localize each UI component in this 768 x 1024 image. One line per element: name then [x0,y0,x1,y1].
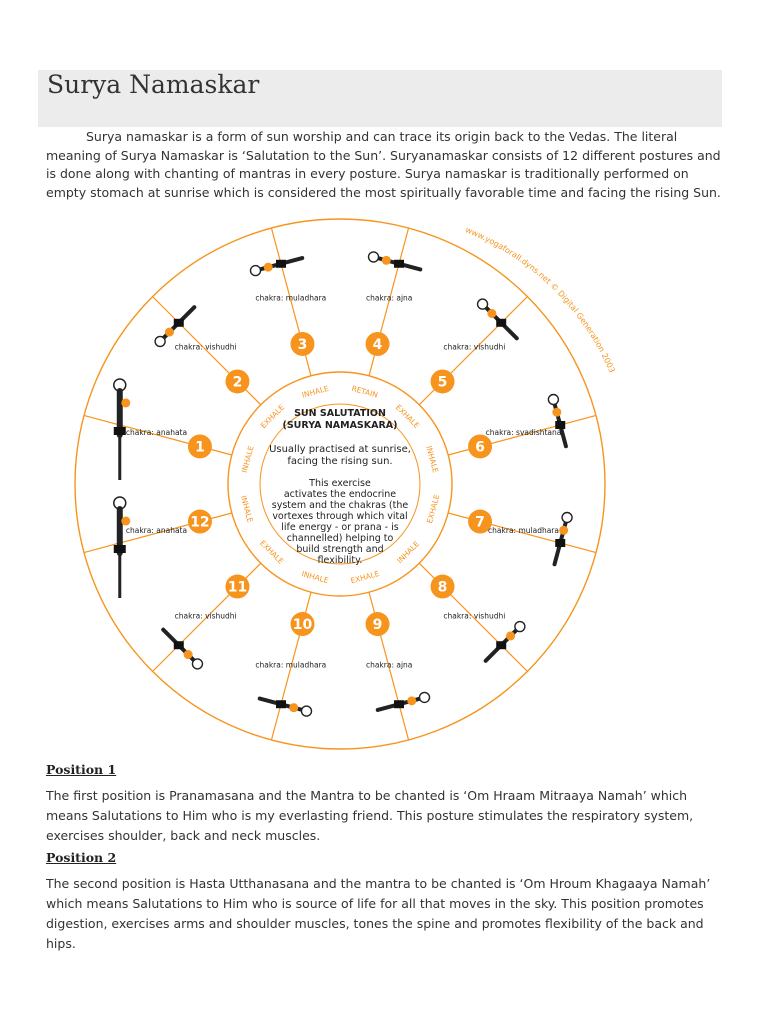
pose-figure [163,630,202,669]
chakra-label: chakra: ajna [366,661,412,670]
center-body-line: channelled) helping to [287,533,394,544]
pose-figure [486,622,525,661]
breath-label: INHALE [301,569,330,585]
center-body-line: system and the chakras (the [272,500,409,511]
position-number: 8 [438,580,448,596]
pose-figure [369,252,421,270]
center-body-line: flexibility. [318,555,363,566]
page-title: Surya Namaskar [47,70,259,100]
position-number: 9 [373,617,383,633]
center-line-1: Usually practised at sunrise, [269,444,411,455]
intro-text: Surya namaskar is a form of sun worship … [46,128,722,202]
center-line-2: facing the rising sun. [287,456,392,467]
chakra-label: chakra: ajna [366,293,412,302]
intro-paragraph: Surya namaskar is a form of sun worship … [46,128,722,202]
breath-label: RETAIN [351,384,379,400]
breath-label: EXHALE [394,403,421,430]
chakra-label: chakra: anahata [126,428,187,437]
center-title-1: SUN SALUTATION [294,408,386,419]
position-number: 11 [228,580,247,596]
position-number: 12 [190,515,209,531]
center-title-2: (SURYA NAMASKARA) [283,420,398,431]
breath-label: INHALE [239,495,255,524]
pose-figure [155,307,194,346]
breath-label: INHALE [301,384,330,400]
section-position-1: Position 1 The first position is Pranama… [46,760,722,846]
pose-figure [378,692,430,710]
position-number: 2 [233,374,243,390]
pose-figure [260,699,312,717]
pose-figure [548,394,566,446]
position-number: 7 [475,515,485,531]
title-bar: Surya Namaskar [38,70,722,127]
chakra-label: chakra: vishudhi [443,611,505,620]
breath-label: INHALE [424,445,440,474]
pose-figure [555,513,573,565]
chakra-label: chakra: vishudhi [175,343,237,352]
breath-label: INHALE [395,539,421,565]
chakra-label: chakra: vishudhi [443,343,505,352]
center-body-line: This exercise [308,478,371,489]
section-heading: Position 2 [46,848,722,868]
chakra-label: chakra: svadishtana [486,428,562,437]
watermark-text: www.yogaforall.dyns.net © Digital Genera… [464,225,617,374]
section-position-2: Position 2 The second position is Hasta … [46,848,722,954]
chakra-label: chakra: muladhara [255,661,326,670]
chakra-label: chakra: muladhara [488,526,559,535]
center-body-line: build strength and [296,544,383,555]
pose-figure [250,258,302,276]
breath-label: EXHALE [425,493,441,524]
chakra-label: chakra: anahata [126,526,187,535]
section-body: The second position is Hasta Utthanasana… [46,874,722,954]
watermark: www.yogaforall.dyns.net © Digital Genera… [464,225,617,374]
breath-label: EXHALE [258,539,285,566]
center-body-line: life energy - or prana - is [281,522,399,533]
center-body-line: activates the endocrine [284,489,396,500]
chakra-label: chakra: vishudhi [175,611,237,620]
section-body: The first position is Pranamasana and th… [46,786,722,846]
chakra-label: chakra: muladhara [255,293,326,302]
breath-label: INHALE [240,445,256,474]
position-number: 1 [195,439,205,455]
position-number: 6 [475,439,485,455]
position-number: 3 [298,337,308,353]
position-number: 4 [373,337,383,353]
position-number: 5 [438,374,448,390]
position-number: 10 [293,617,313,633]
pose-figure [478,299,517,338]
section-heading: Position 1 [46,760,722,780]
pose-figure [114,497,131,598]
breath-label: EXHALE [350,569,381,585]
center-body-line: vortexes through which vital [272,511,407,522]
